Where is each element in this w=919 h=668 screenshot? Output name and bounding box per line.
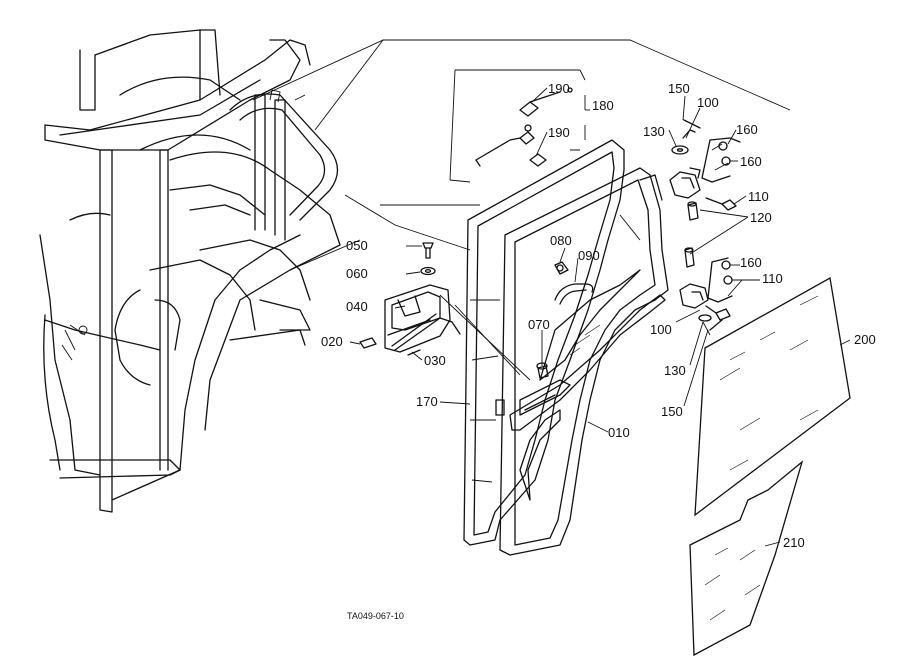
callout-020: 020 — [321, 334, 343, 349]
callout-110-a: 110 — [748, 189, 769, 204]
part-030-rod — [391, 313, 461, 356]
part-190-bolts — [475, 87, 573, 167]
leader-lines — [252, 39, 791, 381]
part-080-090-handle — [554, 261, 594, 305]
upper-hinge — [669, 119, 741, 221]
callout-150-b: 150 — [661, 404, 683, 419]
callout-180: 180 — [592, 98, 614, 113]
callout-190-b: 190 — [548, 125, 570, 140]
assembly-bracket-180 — [449, 69, 590, 183]
callout-labels: 180 190 190 150 100 130 160 160 110 120 … — [321, 81, 876, 550]
callout-100-b: 100 — [650, 322, 672, 337]
callout-160-b: 160 — [740, 154, 762, 169]
callout-130-a: 130 — [643, 124, 665, 139]
callout-040: 040 — [346, 299, 368, 314]
callout-050: 050 — [346, 238, 368, 253]
lower-hinge — [679, 247, 733, 336]
cab-frame — [39, 29, 341, 513]
callout-210: 210 — [783, 535, 805, 550]
callout-190-a: 190 — [548, 81, 570, 96]
part-060-washer — [420, 266, 436, 276]
callout-200: 200 — [854, 332, 876, 347]
part-050-screw — [422, 242, 434, 259]
part-170-door-frame — [463, 139, 625, 546]
callout-060: 060 — [346, 266, 368, 281]
figure-code: TA049-067-10 — [347, 611, 404, 621]
callout-110-b: 110 — [762, 271, 783, 286]
callout-120: 120 — [750, 210, 772, 225]
part-200-glass — [694, 276, 851, 517]
part-020 — [359, 337, 377, 349]
callout-070: 070 — [528, 317, 550, 332]
callout-150-a: 150 — [668, 81, 690, 96]
callout-leaders — [349, 87, 851, 547]
callout-160-a: 160 — [736, 122, 758, 137]
callout-130-b: 130 — [664, 363, 686, 378]
callout-100-a: 100 — [697, 95, 719, 110]
callout-010: 010 — [608, 425, 630, 440]
part-010-door — [499, 167, 669, 556]
part-210-glass — [689, 460, 804, 657]
callout-170: 170 — [416, 394, 438, 409]
callout-080: 080 — [550, 233, 572, 248]
callout-160-c: 160 — [740, 255, 762, 270]
callout-090: 090 — [578, 248, 600, 263]
callout-030: 030 — [424, 353, 446, 368]
